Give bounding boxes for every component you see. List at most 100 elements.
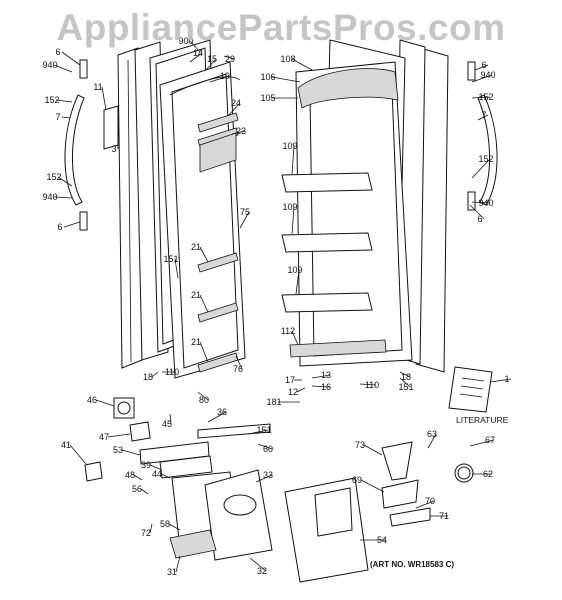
callout-label: 900 [178,36,193,46]
callout-leader [291,58,313,71]
callout-label: 21 [191,290,201,300]
dispenser-knob [113,397,135,419]
callout-leader [471,96,491,99]
callout-leader [291,330,299,346]
freezer-door-shelves [197,112,239,373]
callout-label: 46 [87,395,97,405]
callout-label: 6 [57,222,62,232]
callout-label: 39 [141,460,151,470]
callout-leader [63,221,81,228]
door-bins [281,172,373,313]
callout-leader [399,371,411,378]
callout-leader [140,488,149,495]
callout-leader [471,201,491,204]
callout-leader [57,176,73,187]
callout-label: 62 [483,469,493,479]
callout-label: 80 [199,395,209,405]
callout-label: 18 [143,372,153,382]
callout-label: 23 [236,126,246,136]
callout-leader [227,102,241,117]
callout-leader [205,58,217,71]
callout-leader [471,74,493,83]
callout-leader [477,114,489,121]
callout-label: 76 [233,364,243,374]
callout-leader [175,555,181,573]
callout-leader [239,211,250,229]
callout-leader [296,387,306,393]
callout-leader [249,557,267,572]
ice-dispenser-housing [171,469,273,561]
callout-label: 940 [42,60,57,70]
left-handle [64,59,88,231]
callout-label: 940 [480,70,495,80]
dairy-compartment [297,68,399,109]
callout-leader [223,55,235,60]
callout-label: 151 [163,254,178,264]
callout-label: 75 [240,207,250,217]
callout-label: 6 [481,60,486,70]
callout-leader [169,413,172,425]
right-handle [467,61,498,211]
callout-leader [197,391,209,401]
callout-label: 110 [365,380,379,390]
dispenser-bracket [197,423,271,439]
seal-ring [454,463,474,483]
callout-label: 63 [427,429,437,439]
callout-label: 24 [231,98,241,108]
callout-leader [207,411,227,423]
callout-leader [247,429,269,435]
callout-leader [469,204,485,220]
callout-label: 53 [113,445,123,455]
callout-label: 45 [162,419,172,429]
callout-label: 106 [260,72,275,82]
callout-leader [149,523,153,534]
callout-label: 67 [485,435,495,445]
callout-leader [399,377,411,388]
callout-label: 7 [481,110,486,120]
callout-leader [55,99,73,103]
ice-chute-door [84,461,103,482]
callout-label: 29 [225,54,235,64]
callout-leader [101,86,107,111]
callout-label: 48 [125,470,135,480]
callout-label: 109 [282,141,297,151]
callout-leader [295,269,300,295]
callout-leader [121,449,141,456]
dispenser-switch [129,421,151,442]
callout-leader [199,294,209,313]
callout-leader [107,433,131,438]
callout-leader [231,130,246,135]
callout-label: 1 [504,374,509,384]
callout-label: 33 [263,470,273,480]
callout-label: 16 [321,382,331,392]
callout-label: 940 [478,198,493,208]
callout-label: 108 [280,54,295,64]
callout-label: 181 [266,397,281,407]
callout-label: 109 [287,265,302,275]
callout-label: 152 [478,154,493,164]
callout-leader [174,258,179,279]
callout-label: 112 [281,326,295,336]
callout-leader [189,52,203,63]
callout-label: 47 [99,432,109,442]
callout-label: 151 [256,425,271,435]
callout-leader [255,474,273,483]
callout-leader [151,371,159,378]
callout-label: 14 [193,48,203,58]
callout-label: 110 [165,367,179,377]
left-hinge-bracket [103,105,119,150]
freezer-door-liner [159,61,246,379]
callout-label: 152 [478,92,493,102]
callout-label: 18 [401,372,411,382]
art-number: (ART NO. WR18583 C) [370,560,455,569]
callout-leader [53,196,73,199]
callout-leader [257,443,273,450]
callout-label: 69 [352,475,362,485]
callout-label: 7 [55,112,60,122]
callout-label: 151 [398,382,413,392]
watermark-logo: AppliancePartsPros.com [56,7,506,48]
callout-label: 105 [260,93,275,103]
callout-leader [469,439,495,447]
callout-label: 31 [167,567,177,577]
